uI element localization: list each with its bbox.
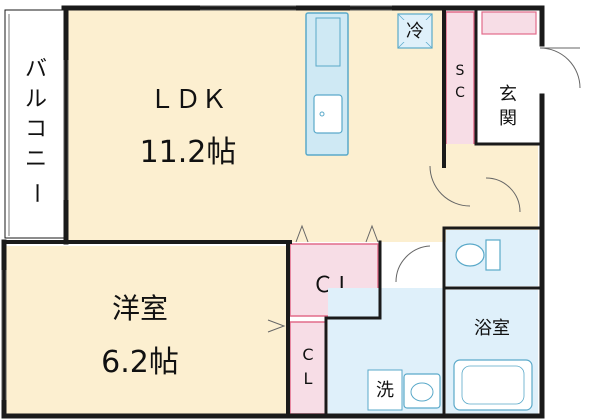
sc-label-s: S: [456, 63, 465, 79]
shoe-closet: [481, 11, 537, 35]
cl-small-label-l: L: [304, 369, 313, 388]
fridge-label-bg: [402, 20, 428, 42]
cl-small-closet: [289, 321, 327, 415]
entrance-door-swing: [539, 47, 581, 89]
sc-label-c: C: [455, 85, 465, 101]
bathtub: [453, 359, 533, 411]
western-name: 洋室: [112, 292, 168, 325]
balcony-area: [4, 9, 66, 239]
basin-bowl: [410, 382, 434, 402]
washer-box: [367, 369, 403, 411]
washer-label: 洗: [376, 380, 394, 401]
hallway-floor: [446, 144, 538, 230]
windows: [1, 5, 392, 400]
cl-small-label-c: C: [302, 345, 313, 364]
entrance-label-2: 関: [499, 108, 517, 129]
toilet-tank: [485, 239, 501, 271]
bathtub-inner: [461, 365, 525, 405]
sink-drain: [319, 111, 325, 117]
balcony-label-5: ー: [23, 182, 48, 204]
western-size: 6.2帖: [101, 345, 179, 380]
walls: [1, 5, 545, 419]
ldk-floor: [66, 10, 446, 242]
balcony-label-4: ニ: [25, 147, 47, 172]
toilet-bowl: [455, 243, 485, 267]
balcony-label-1: バ: [25, 57, 47, 82]
ldk-name: ＬＤＫ: [149, 85, 227, 115]
wash-basin: [403, 373, 441, 409]
fridge-label: 冷: [406, 21, 424, 42]
kitchen-stove: [315, 17, 341, 67]
balcony-label-3: コ: [25, 117, 47, 142]
door-swings: [267, 165, 521, 333]
ldk-size: 11.2帖: [140, 135, 237, 170]
entrance-label-1: 玄: [499, 84, 517, 105]
bath-label: 浴室: [474, 318, 510, 339]
balcony-label-2: ル: [25, 87, 47, 112]
kitchen-sink: [313, 94, 343, 134]
kitchen-counter: [305, 12, 349, 156]
western-floor: [6, 246, 288, 414]
